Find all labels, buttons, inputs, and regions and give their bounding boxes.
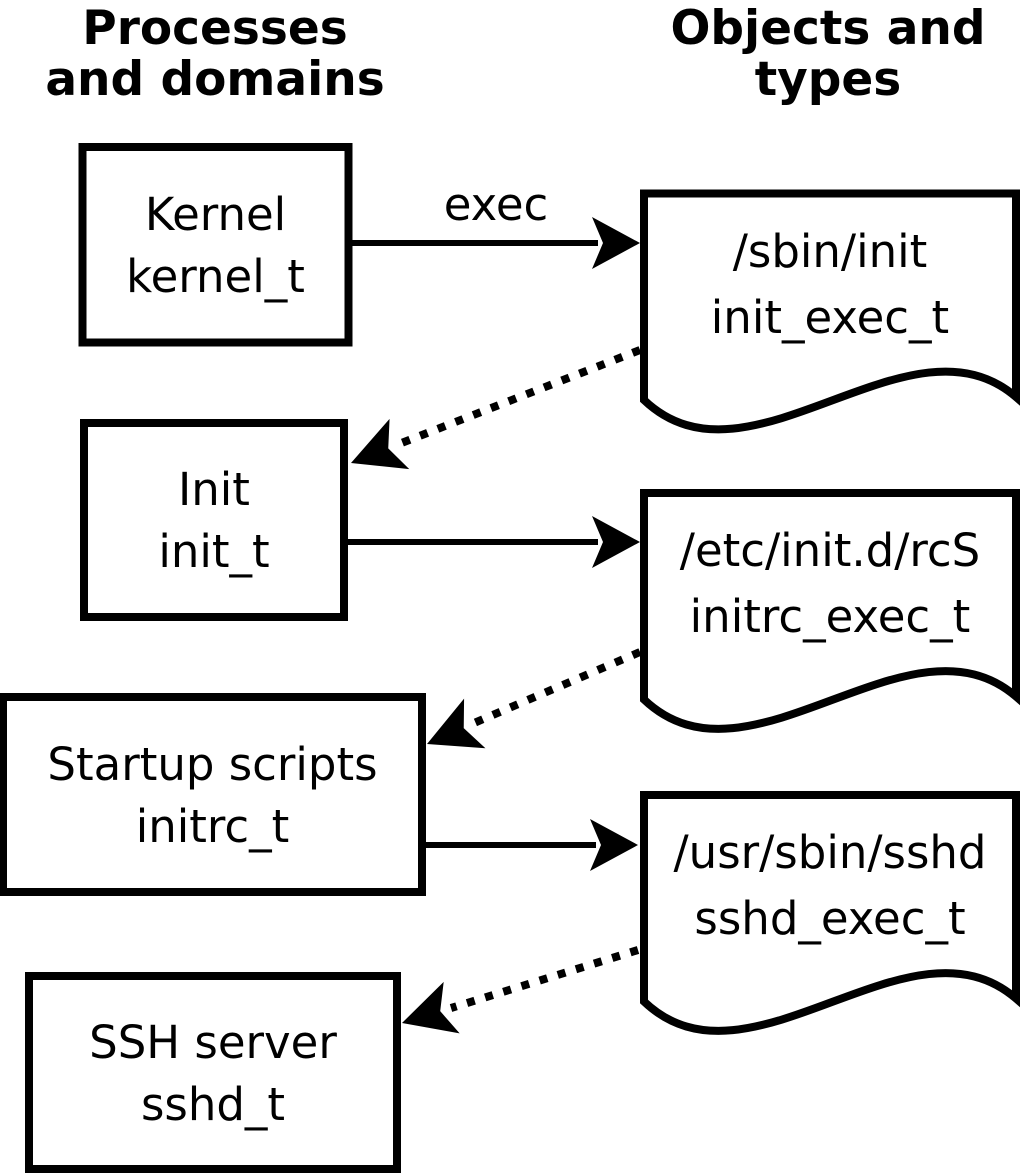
arrowhead-icon — [416, 698, 486, 769]
arrow-line — [449, 946, 640, 1012]
object-path-label: /etc/init.d/rcS — [680, 524, 980, 577]
exec-arrow-initrc-to-sshd — [422, 819, 638, 871]
exec-arrow-init-to-rcs — [344, 516, 640, 568]
process-box-kernel: Kernel kernel_t — [78, 143, 353, 347]
column-header-left: Processes and domains — [45, 1, 384, 107]
process-box-ssh-server: SSH server sshd_t — [25, 972, 401, 1173]
arrowhead-icon — [341, 418, 410, 489]
box-outline — [0, 693, 426, 896]
left-header-line1: Processes — [82, 1, 347, 56]
object-doc-etc-initd-rcs: /etc/init.d/rcS initrc_exec_t — [644, 493, 1016, 729]
process-name-label: Startup scripts — [47, 738, 377, 791]
arrow-line — [397, 346, 642, 448]
transition-arrow-to-sshd — [394, 946, 640, 1049]
right-header-line2: types — [755, 52, 902, 107]
process-domain-label: initrc_t — [136, 800, 290, 853]
process-name-label: SSH server — [89, 1016, 337, 1069]
process-name-label: Kernel — [145, 188, 286, 241]
process-box-startup-scripts: Startup scripts initrc_t — [0, 693, 426, 896]
object-doc-usr-sbin-sshd: /usr/sbin/sshd sshd_exec_t — [644, 795, 1016, 1031]
arrowhead-icon — [592, 217, 640, 269]
transition-arrow-to-initrc — [416, 648, 642, 769]
process-box-init: Init init_t — [80, 419, 348, 621]
object-type-label: sshd_exec_t — [694, 892, 965, 945]
process-domain-label: init_t — [158, 525, 269, 578]
exec-arrow-kernel-to-sbin-init: exec — [348, 178, 640, 269]
box-outline — [78, 143, 353, 347]
arrowhead-icon — [590, 819, 638, 871]
arrowhead-icon — [394, 981, 460, 1049]
arrowhead-icon — [592, 516, 640, 568]
box-outline — [80, 419, 348, 621]
process-name-label: Init — [178, 463, 250, 516]
exec-label: exec — [444, 178, 549, 231]
right-header-line1: Objects and — [670, 1, 985, 56]
object-type-label: initrc_exec_t — [690, 590, 971, 643]
process-domain-label: kernel_t — [126, 250, 305, 303]
transition-arrow-to-init — [341, 346, 642, 489]
object-type-label: init_exec_t — [711, 291, 949, 344]
column-header-right: Objects and types — [670, 1, 985, 107]
process-domain-label: sshd_t — [141, 1078, 285, 1131]
left-header-line2: and domains — [45, 52, 384, 107]
arrow-line — [472, 648, 642, 727]
box-outline — [25, 972, 401, 1173]
object-doc-sbin-init: /sbin/init init_exec_t — [644, 194, 1016, 430]
object-path-label: /sbin/init — [733, 225, 928, 278]
object-path-label: /usr/sbin/sshd — [674, 826, 987, 879]
